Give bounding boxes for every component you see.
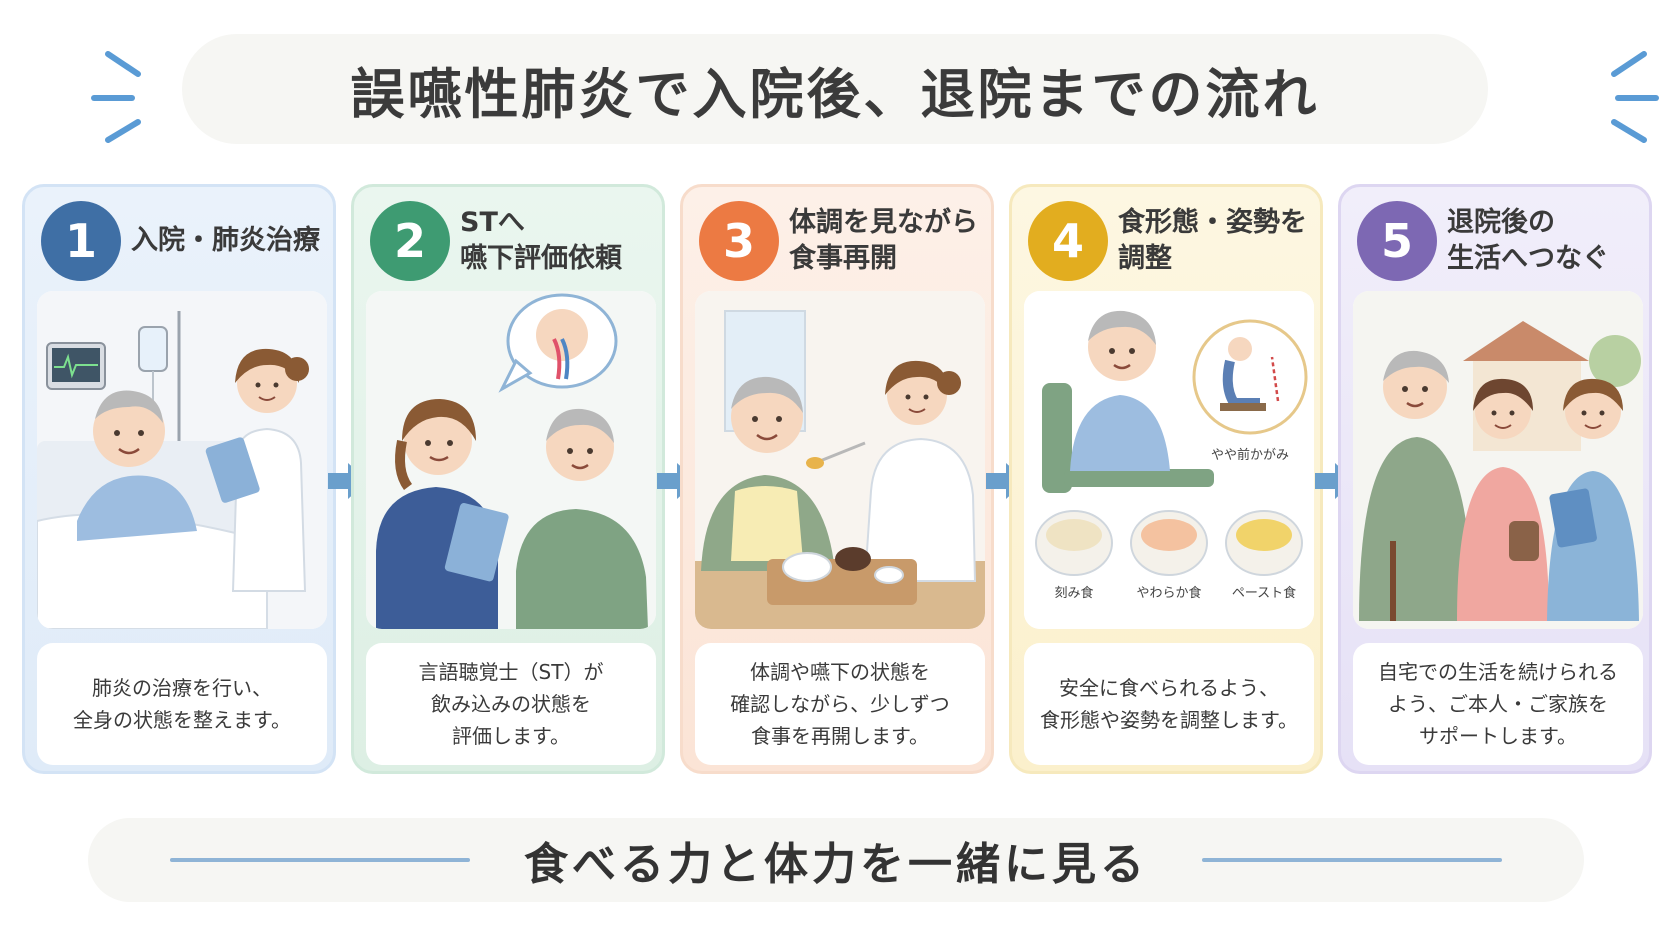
step-2-card: 2 STへ 嚥下評価依頼 — [351, 184, 665, 774]
title-banner: 誤嚥性肺炎で入院後、退院までの流れ — [182, 34, 1488, 144]
step-5-desc-line: よう、ご本人・ご家族を — [1388, 692, 1608, 716]
step-2-desc-line: 言語聴覚士（ST）が — [418, 660, 604, 684]
posture-label: やや前かがみ — [1211, 447, 1289, 463]
step-4-number: 4 — [1028, 201, 1108, 281]
step-5-desc-line: 自宅での生活を続けられる — [1378, 660, 1618, 684]
step-2-title: STへ 嚥下評価依頼 — [460, 201, 660, 281]
step-3-illustration — [695, 291, 985, 629]
patient-head — [1383, 355, 1447, 419]
step-3-card: 3 体調を見ながら 食事再開 — [680, 184, 994, 774]
patient-head — [93, 395, 165, 467]
step-3-title-line: 食事再開 — [789, 243, 897, 274]
step-5-illustration — [1353, 291, 1643, 629]
step-2-header: 2 STへ 嚥下評価依頼 — [354, 187, 662, 287]
step-5-title: 退院後の 生活へつなぐ — [1447, 201, 1647, 281]
flow-steps: 1 入院・肺炎治療 — [22, 184, 1652, 774]
clipboard-icon — [1549, 488, 1597, 548]
footer-message: 食べる力と体力を一緒に見る — [524, 839, 1148, 890]
step-3-desc-line: 確認しながら、少しずつ — [730, 692, 950, 716]
step-2-desc-line: 飲み込みの状態を — [431, 692, 591, 716]
step-4-title-line: 食形態・姿勢を — [1118, 207, 1307, 238]
footer-line-left — [170, 858, 470, 862]
footer-banner: 食べる力と体力を一緒に見る — [88, 818, 1584, 902]
step-5-card: 5 退院後の 生活へつなぐ — [1338, 184, 1652, 774]
step-2-number: 2 — [370, 201, 450, 281]
step-4-card: 4 食形態・姿勢を 調整 — [1009, 184, 1323, 774]
step-1-description: 肺炎の治療を行い、 全身の状態を整えます。 — [37, 643, 327, 765]
step-5-title-line: 退院後の — [1447, 207, 1555, 238]
step-4-description: 安全に食べられるよう、 食形態や姿勢を調整します。 — [1024, 643, 1314, 765]
step-1-title: 入院・肺炎治療 — [131, 201, 331, 281]
patient-head — [1088, 313, 1156, 381]
step-1-desc-line: 肺炎の治療を行い、 — [92, 676, 272, 700]
step-1-card: 1 入院・肺炎治療 — [22, 184, 336, 774]
sparkle-right-icon — [1611, 51, 1659, 143]
step-3-description: 体調や嚥下の状態を 確認しながら、少しずつ 食事を再開します。 — [695, 643, 985, 765]
step-4-title-line: 調整 — [1118, 243, 1172, 274]
patient-head — [546, 413, 614, 481]
patient-head — [731, 381, 803, 453]
food-label-soft: やわらか食 — [1136, 585, 1201, 601]
house-icon — [1463, 321, 1589, 361]
posture-inset — [1192, 319, 1308, 435]
food-label-minced: 刻み食 — [1054, 585, 1093, 601]
step-1-number: 1 — [41, 201, 121, 281]
step-3-desc-line: 体調や嚥下の状態を — [750, 660, 930, 684]
sparkle-left-icon — [91, 51, 141, 143]
step-1-header: 1 入院・肺炎治療 — [25, 187, 333, 287]
clipboard-icon — [205, 437, 260, 503]
step-3-title-line: 体調を見ながら — [789, 207, 978, 238]
step-2-description: 言語聴覚士（ST）が 飲み込みの状態を 評価します。 — [366, 643, 656, 765]
step-3-header: 3 体調を見ながら 食事再開 — [683, 187, 991, 287]
step-3-title: 体調を見ながら 食事再開 — [789, 201, 989, 281]
spoon-icon — [814, 441, 866, 465]
step-2-title-line: 嚥下評価依頼 — [460, 243, 622, 274]
nurse-head — [1565, 383, 1621, 439]
step-1-title-line: 入院・肺炎治療 — [131, 225, 320, 256]
step-1-desc-line: 全身の状態を整えます。 — [73, 708, 291, 732]
step-2-desc-line: 評価します。 — [452, 724, 570, 748]
chair-icon — [1042, 383, 1072, 493]
step-4-desc-line: 安全に食べられるよう、 — [1059, 676, 1279, 700]
step-4-illustration: やや前かがみ 刻み食 やわらか食 ペースト食 — [1024, 291, 1314, 629]
step-5-header: 5 退院後の 生活へつなぐ — [1341, 187, 1649, 287]
step-5-desc-line: サポートします。 — [1419, 724, 1577, 748]
iv-bag-icon — [138, 326, 168, 372]
step-5-number: 5 — [1357, 201, 1437, 281]
step-4-header: 4 食形態・姿勢を 調整 — [1012, 187, 1320, 287]
step-4-desc-line: 食形態や姿勢を調整します。 — [1040, 708, 1298, 732]
bag-icon — [1509, 521, 1539, 561]
food-label-paste: ペースト食 — [1232, 585, 1296, 601]
st-head — [404, 407, 472, 475]
step-2-title-line: STへ — [460, 207, 525, 238]
page-title: 誤嚥性肺炎で入院後、退院までの流れ — [350, 62, 1320, 126]
step-2-illustration — [366, 291, 656, 629]
family-head — [1475, 383, 1531, 439]
step-5-title-line: 生活へつなぐ — [1447, 243, 1609, 274]
step-3-number: 3 — [699, 201, 779, 281]
step-4-title: 食形態・姿勢を 調整 — [1118, 201, 1318, 281]
step-5-description: 自宅での生活を続けられる よう、ご本人・ご家族を サポートします。 — [1353, 643, 1643, 765]
throat-diagram-icon — [536, 309, 588, 361]
footer-line-right — [1202, 858, 1502, 862]
clipboard-icon — [444, 503, 509, 582]
step-1-illustration — [37, 291, 327, 629]
step-3-desc-line: 食事を再開します。 — [751, 724, 929, 748]
